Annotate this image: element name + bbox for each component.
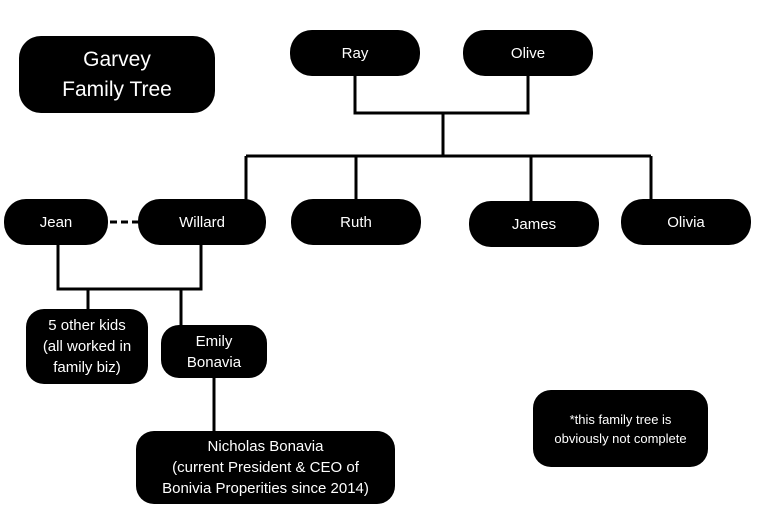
node-olive: Olive [463, 30, 593, 76]
node-ruth: Ruth [291, 199, 421, 245]
connector-ray-olive [353, 72, 530, 115]
diagram-title: Garvey Family Tree [19, 36, 215, 113]
node-jean: Jean [4, 199, 108, 245]
incomplete-tree-note: *this family tree is obviously not compl… [533, 390, 708, 467]
node-nicholas: Nicholas Bonavia (current President & CE… [136, 431, 395, 504]
node-other-kids: 5 other kids (all worked in family biz) [26, 309, 148, 384]
node-olivia: Olivia [621, 199, 751, 245]
connector-jean-willard-bracket [56, 244, 203, 291]
title-line-1: Garvey [83, 47, 151, 71]
title-line-2: Family Tree [62, 77, 172, 101]
node-willard: Willard [138, 199, 266, 245]
node-james: James [469, 201, 599, 247]
node-ray: Ray [290, 30, 420, 76]
node-emily: Emily Bonavia [161, 325, 267, 378]
